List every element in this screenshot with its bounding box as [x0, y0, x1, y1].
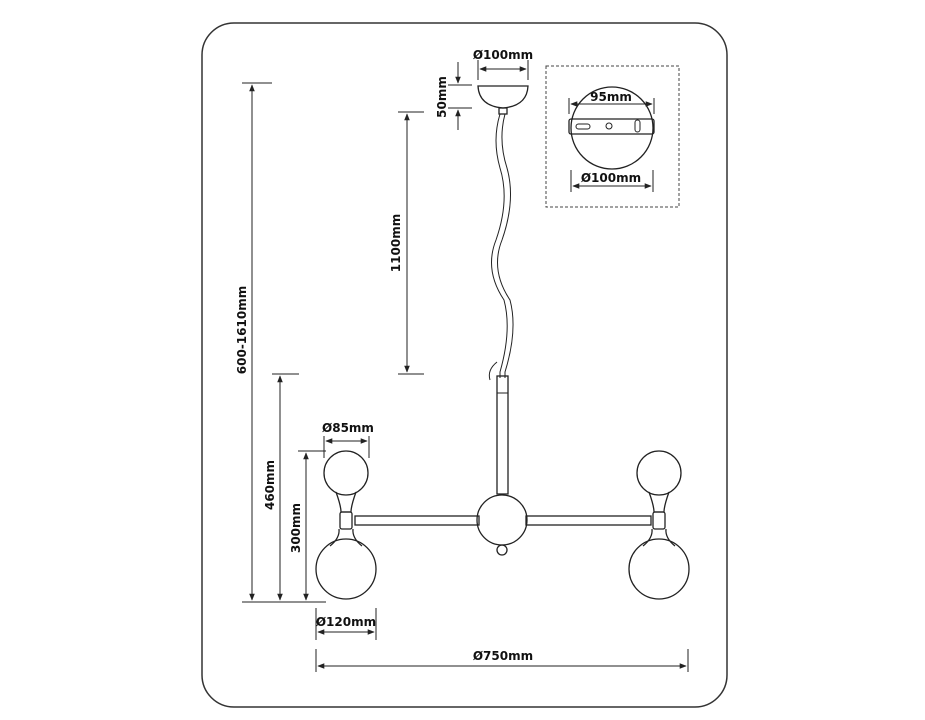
arm-left: [354, 515, 480, 526]
fixture-height-dimension: 460mm: [263, 373, 299, 603]
canopy-bottom-view: [570, 86, 654, 170]
cable-length-label: 1100mm: [389, 214, 403, 272]
large-shade-diameter-dimension: Ø120mm: [315, 608, 377, 640]
total-height-dimension: 600-1610mm: [235, 82, 272, 603]
total-height-label: 600-1610mm: [235, 286, 249, 374]
inset-frame: [545, 65, 680, 208]
bottom-finial: [496, 544, 508, 556]
fixture-height-label: 460mm: [263, 460, 277, 510]
inset-canopy-diameter-label: Ø100mm: [581, 171, 641, 185]
lamp-group-height-dimension: 300mm: [289, 450, 326, 603]
small-shade-diameter-dimension: Ø85mm: [322, 421, 374, 458]
drawing-frame: [201, 22, 728, 708]
overall-width-label: Ø750mm: [473, 649, 533, 663]
canopy-diameter-label: Ø100mm: [473, 48, 533, 62]
arm-right: [525, 515, 652, 526]
lamp-cluster-right: [628, 450, 690, 600]
canopy-height-label: 50mm: [435, 76, 449, 118]
plate-width-label: 95mm: [590, 90, 632, 104]
plate-center-hole: [605, 122, 613, 130]
chandelier-body: [315, 375, 690, 600]
stem: [496, 375, 509, 495]
lamp-cluster-left: [315, 450, 377, 600]
canopy-height-dimension: 50mm: [435, 62, 472, 130]
canopy: [477, 85, 529, 115]
mounting-plate-inset: 95mm Ø100mm: [545, 65, 680, 208]
plate-slot-right: [634, 119, 641, 133]
cable-length-dimension: 1100mm: [389, 111, 424, 375]
mounting-plate: [568, 118, 655, 135]
large-shade-diameter-label: Ø120mm: [316, 615, 376, 629]
suspension-cables: [488, 113, 514, 381]
center-ball: [476, 494, 528, 546]
lamp-group-height-label: 300mm: [289, 503, 303, 553]
canopy-diameter-dimension: Ø100mm: [473, 48, 533, 80]
plate-slot-left: [575, 123, 591, 130]
small-shade-diameter-label: Ø85mm: [322, 421, 374, 435]
overall-width-dimension: Ø750mm: [315, 649, 689, 672]
